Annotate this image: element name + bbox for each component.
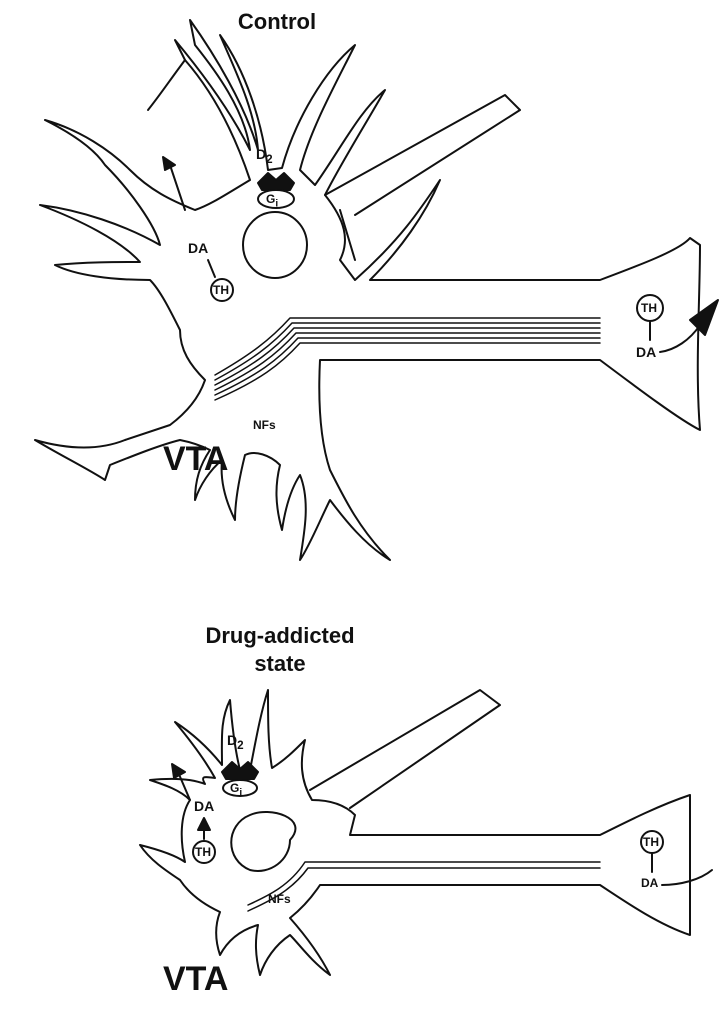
control-da-arrow xyxy=(208,260,215,277)
addicted-neurofilaments xyxy=(248,862,600,911)
addicted-release-arrowhead xyxy=(172,764,185,778)
control-d2-main: D xyxy=(256,146,266,162)
control-terminal-th-label: TH xyxy=(641,301,657,315)
control-gi-label: Gi xyxy=(266,192,278,209)
control-terminal-release-arrowhead xyxy=(690,300,718,335)
control-gi-sub: i xyxy=(275,198,278,209)
control-d2-label: D2 xyxy=(256,146,273,166)
control-release-arrowhead xyxy=(163,157,175,170)
control-dendrite-upper-left xyxy=(148,60,185,110)
addicted-terminal-th-label: TH xyxy=(643,835,659,849)
control-soma-outline xyxy=(35,20,700,560)
addicted-d2-main: D xyxy=(227,732,237,748)
addicted-d2-receptor xyxy=(222,762,258,779)
addicted-soma-outline xyxy=(140,690,690,975)
addicted-gi-main: G xyxy=(230,781,239,795)
addicted-nfs-label: NFs xyxy=(268,892,291,906)
control-d2-receptor xyxy=(258,173,294,190)
addicted-da-label: DA xyxy=(194,798,214,814)
addicted-terminal-da-label: DA xyxy=(641,876,658,890)
addicted-terminal-release-arrow xyxy=(662,870,712,885)
addicted-title-line2: state xyxy=(195,650,365,678)
control-da-label: DA xyxy=(188,240,208,256)
addicted-gi-label: Gi xyxy=(230,781,242,798)
addicted-d2-sub: 2 xyxy=(237,739,243,752)
addicted-th-arrowhead xyxy=(198,818,210,830)
addicted-dendrite-process xyxy=(310,690,500,808)
addicted-vta-label: VTA xyxy=(163,960,228,999)
addicted-th-label: TH xyxy=(195,845,211,859)
control-th-label: TH xyxy=(213,283,229,297)
control-neuron xyxy=(35,20,718,560)
control-nfs-label: NFs xyxy=(253,418,276,432)
addicted-neuron xyxy=(140,690,712,975)
addicted-nucleus xyxy=(231,812,295,871)
addicted-d2-label: D2 xyxy=(227,732,244,752)
control-dendrite-process xyxy=(325,95,520,215)
control-d2-sub: 2 xyxy=(266,153,272,166)
addicted-title-line1: Drug-addicted xyxy=(195,622,365,650)
control-terminal-da-label: DA xyxy=(636,344,656,360)
control-nucleus xyxy=(243,212,307,278)
control-vta-label: VTA xyxy=(163,440,228,479)
control-terminal-release-arrow xyxy=(660,325,700,352)
control-title: Control xyxy=(222,8,332,36)
control-gi-main: G xyxy=(266,192,275,206)
addicted-gi-sub: i xyxy=(239,787,242,798)
